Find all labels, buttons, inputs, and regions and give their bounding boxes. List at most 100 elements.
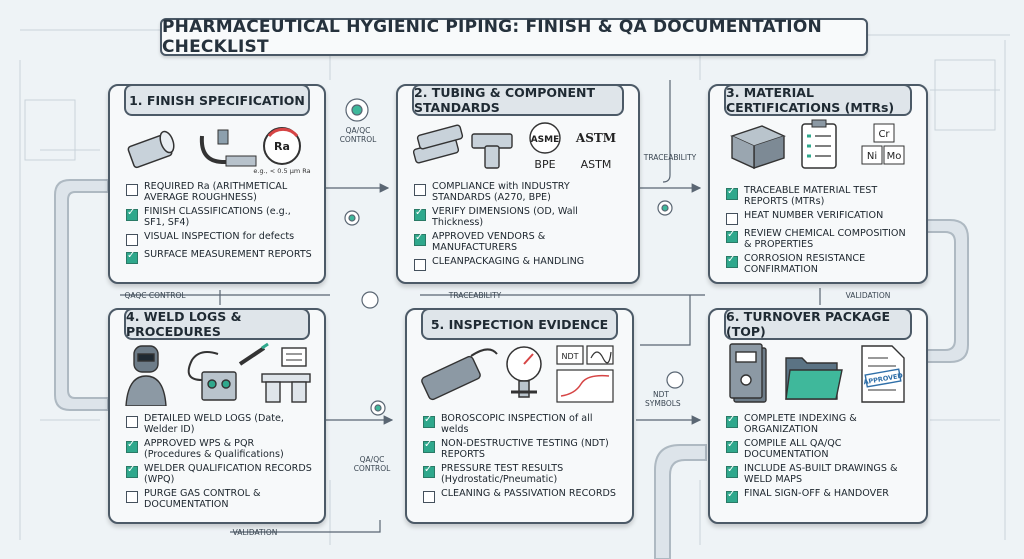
tubing-icon (412, 124, 464, 164)
checkbox[interactable] (726, 489, 738, 503)
tee-fitting-icon (471, 133, 513, 169)
item-text: CLEANING & PASSIVATION RECORDS (441, 488, 616, 499)
checklist-item: PURGE GAS CONTROL & DOCUMENTATION (126, 488, 314, 510)
checkbox[interactable] (414, 259, 426, 271)
checkbox[interactable] (414, 184, 426, 196)
card-icons: NDT (421, 345, 614, 403)
checklist-item: FINAL SIGN-OFF & HANDOVER (726, 488, 916, 503)
item-text: REVIEW CHEMICAL COMPOSITION & PROPERTIES (744, 228, 906, 250)
item-text: COMPLETE INDEXING & ORGANIZATION (744, 413, 857, 435)
checklist-item: FINISH CLASSIFICATIONS (e.g., SF1, SF4) (126, 206, 314, 228)
checkbox[interactable] (126, 184, 138, 196)
checklist: BOROSCOPIC INSPECTION of all welds NON-D… (423, 413, 622, 507)
bpe-label: BPE (534, 158, 555, 171)
checkbox[interactable] (726, 414, 738, 428)
card-title: 5. INSPECTION EVIDENCE (421, 308, 618, 340)
checkbox[interactable] (726, 229, 738, 243)
checkbox[interactable] (126, 439, 138, 453)
item-text: APPROVED VENDORS & MANUFACTURERS (432, 231, 546, 253)
asme-bpe-logo: ASME BPE (529, 122, 561, 171)
astm-label: ASTM (581, 158, 612, 171)
element-ni: Ni (867, 151, 877, 162)
checklist-item: REVIEW CHEMICAL COMPOSITION & PROPERTIES (726, 228, 916, 250)
card-icons: Ra e.g., < 0.5 µm Ra (127, 127, 311, 175)
binder-icon (729, 343, 767, 403)
checklist: DETAILED WELD LOGS (Date, Welder ID) APP… (126, 413, 314, 514)
welding-machine-icon (187, 351, 237, 401)
checklist-item: CLEANING & PASSIVATION RECORDS (423, 488, 622, 503)
checklist-item: DETAILED WELD LOGS (Date, Welder ID) (126, 413, 314, 435)
checkbox[interactable] (414, 232, 426, 246)
checklist-item: WELDER QUALIFICATION RECORDS (WPQ) (126, 463, 314, 485)
checkbox[interactable] (126, 491, 138, 503)
connector-label-validation-bottom: VALIDATION (232, 528, 278, 537)
checkbox[interactable] (726, 439, 738, 453)
item-text: WELDER QUALIFICATION RECORDS (WPQ) (144, 463, 312, 485)
card-icons: Cr Ni Mo (730, 119, 905, 170)
checklist: TRACEABLE MATERIAL TEST REPORTS (MTRs) H… (726, 185, 916, 279)
checkbox[interactable] (423, 414, 435, 428)
connector-label-qaqc-left: QAQC CONTROL (124, 291, 186, 300)
item-text: VERIFY DIMENSIONS (OD, Wall Thickness) (432, 206, 578, 228)
element-blocks-icon: Cr Ni Mo (861, 123, 905, 165)
checklist-item: CORROSION RESISTANCE CONFIRMATION (726, 253, 916, 275)
checklist-item: SURFACE MEASUREMENT REPORTS (126, 249, 314, 264)
checkbox[interactable] (126, 416, 138, 428)
checkbox[interactable] (423, 439, 435, 453)
element-cr: Cr (878, 129, 890, 140)
element-mo: Mo (887, 151, 902, 162)
card-title: 4. WELD LOGS & PROCEDURES (124, 308, 310, 340)
ra-gauge-icon: Ra (263, 127, 301, 165)
item-text: CLEANPACKAGING & HANDLING (432, 256, 585, 267)
checkbox[interactable] (726, 213, 738, 225)
checklist-item: VISUAL INSPECTION for defects (126, 231, 314, 246)
checklist-item: CLEANPACKAGING & HANDLING (414, 256, 628, 271)
title-banner: PHARMACEUTICAL HYGIENIC PIPING: FINISH &… (160, 17, 868, 57)
connector-label-qaqc-top: QA/QC CONTROL (339, 126, 377, 144)
checkbox[interactable] (726, 464, 738, 478)
item-text: COMPLIANCE with INDUSTRY STANDARDS (A270… (432, 181, 570, 203)
checkbox[interactable] (126, 207, 138, 221)
item-text: PURGE GAS CONTROL & DOCUMENTATION (144, 488, 261, 510)
steel-beam-icon (730, 125, 786, 170)
item-text: NON-DESTRUCTIVE TESTING (NDT) REPORTS (441, 438, 609, 460)
card-material-certifications: 3. MATERIAL CERTIFICATIONS (MTRs) Cr Ni … (708, 84, 928, 284)
card-weld-logs: 4. WELD LOGS & PROCEDURES DETAILED WELD … (108, 308, 326, 524)
clipboard-icon (801, 119, 837, 169)
card-title: 1. FINISH SPECIFICATION (124, 84, 310, 116)
item-text: FINISH CLASSIFICATIONS (e.g., SF1, SF4) (144, 206, 291, 228)
connector-label-traceability-top: TRACEABILITY (643, 153, 697, 162)
checklist-item: PRESSURE TEST RESULTS (Hydrostatic/Pneum… (423, 463, 622, 485)
checklist-item: COMPILE ALL QA/QC DOCUMENTATION (726, 438, 916, 460)
item-text: TRACEABLE MATERIAL TEST REPORTS (MTRs) (744, 185, 878, 207)
page-title: PHARMACEUTICAL HYGIENIC PIPING: FINISH &… (162, 17, 822, 57)
connector-label-traceability-mid: TRACEABILITY (448, 291, 502, 300)
card-title: 2. TUBING & COMPONENT STANDARDS (412, 84, 624, 116)
checkbox[interactable] (126, 250, 138, 264)
checkbox[interactable] (423, 464, 435, 478)
checkbox[interactable] (414, 207, 426, 221)
checkbox[interactable] (126, 234, 138, 246)
checklist-item: NON-DESTRUCTIVE TESTING (NDT) REPORTS (423, 438, 622, 460)
checkbox[interactable] (423, 491, 435, 503)
ndt-label: NDT (561, 352, 578, 361)
checklist: COMPLIANCE with INDUSTRY STANDARDS (A270… (414, 181, 628, 275)
checkbox[interactable] (726, 186, 738, 200)
item-text: HEAT NUMBER VERIFICATION (744, 210, 884, 221)
card-tubing-standards: 2. TUBING & COMPONENT STANDARDS ASME BPE… (396, 84, 640, 284)
item-text: SURFACE MEASUREMENT REPORTS (144, 249, 312, 260)
checkbox[interactable] (726, 254, 738, 268)
item-text: FINAL SIGN-OFF & HANDOVER (744, 488, 889, 499)
checklist-item: APPROVED WPS & PQR (Procedures & Qualifi… (126, 438, 314, 460)
checklist-item: REQUIRED Ra (ARITHMETICAL AVERAGE ROUGHN… (126, 181, 314, 203)
workbench-icon (261, 347, 311, 403)
micrometer-icon (199, 129, 257, 167)
checkbox[interactable] (126, 464, 138, 478)
checklist-item: COMPLETE INDEXING & ORGANIZATION (726, 413, 916, 435)
checklist-item: COMPLIANCE with INDUSTRY STANDARDS (A270… (414, 181, 628, 203)
torch-icon (238, 342, 269, 366)
item-text: REQUIRED Ra (ARITHMETICAL AVERAGE ROUGHN… (144, 181, 288, 203)
connector-label-qaqc-bottom: QA/QC CONTROL (353, 455, 391, 473)
checklist: REQUIRED Ra (ARITHMETICAL AVERAGE ROUGHN… (126, 181, 314, 268)
ndt-chart-icon: NDT (556, 345, 614, 403)
